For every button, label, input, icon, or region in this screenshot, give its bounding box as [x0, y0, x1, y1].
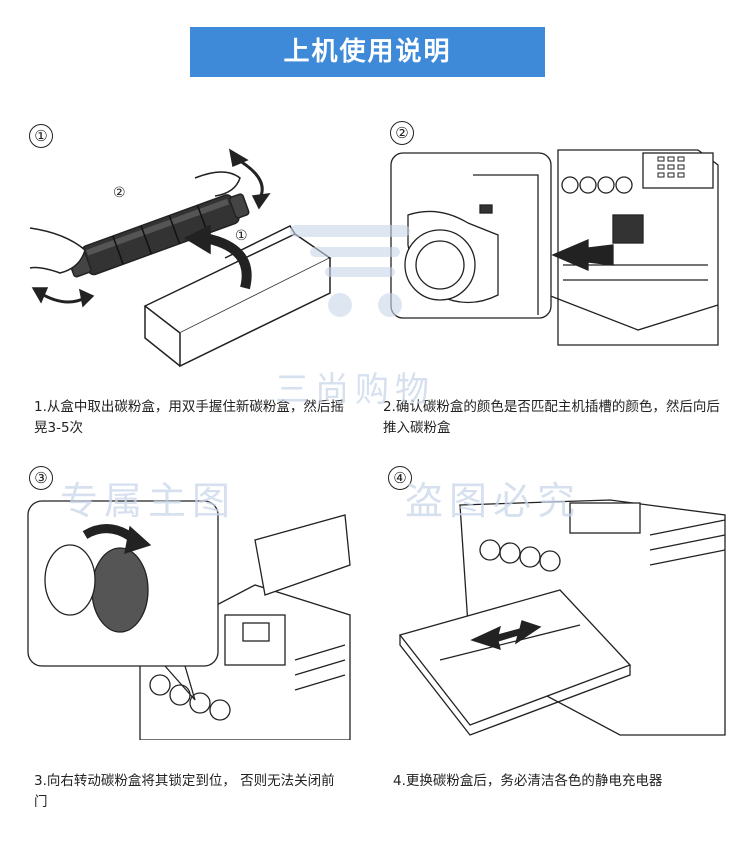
step-2-number: ② — [390, 121, 414, 145]
step-1-number: ① — [29, 124, 53, 148]
step-4-caption: 4.更换碳粉盒后，务必清洁各色的静电充电器 — [393, 773, 663, 789]
step-2-caption: 2.确认碳粉盒的颜色是否匹配主机插槽的颜色，然后向后推入碳粉盒 — [383, 399, 720, 436]
step-1-illustration — [25, 138, 355, 378]
step-1-caption: 1.从盒中取出碳粉盒，用双手握住新碳粉盒，然后摇晃3-5次 — [34, 399, 344, 436]
step-3-number: ③ — [29, 466, 53, 490]
step-4-number: ④ — [388, 466, 412, 490]
step-3-illustration — [25, 495, 355, 740]
step-1-label-cartridge: ② — [113, 185, 126, 201]
step-4-illustration — [380, 495, 730, 740]
step-1-label-box: ① — [235, 228, 248, 244]
page-title: 上机使用说明 — [190, 27, 545, 77]
step-3-caption: 3.向右转动碳粉盒将其锁定到位， 否则无法关闭前门 — [34, 773, 335, 810]
step-2-illustration — [388, 145, 733, 355]
